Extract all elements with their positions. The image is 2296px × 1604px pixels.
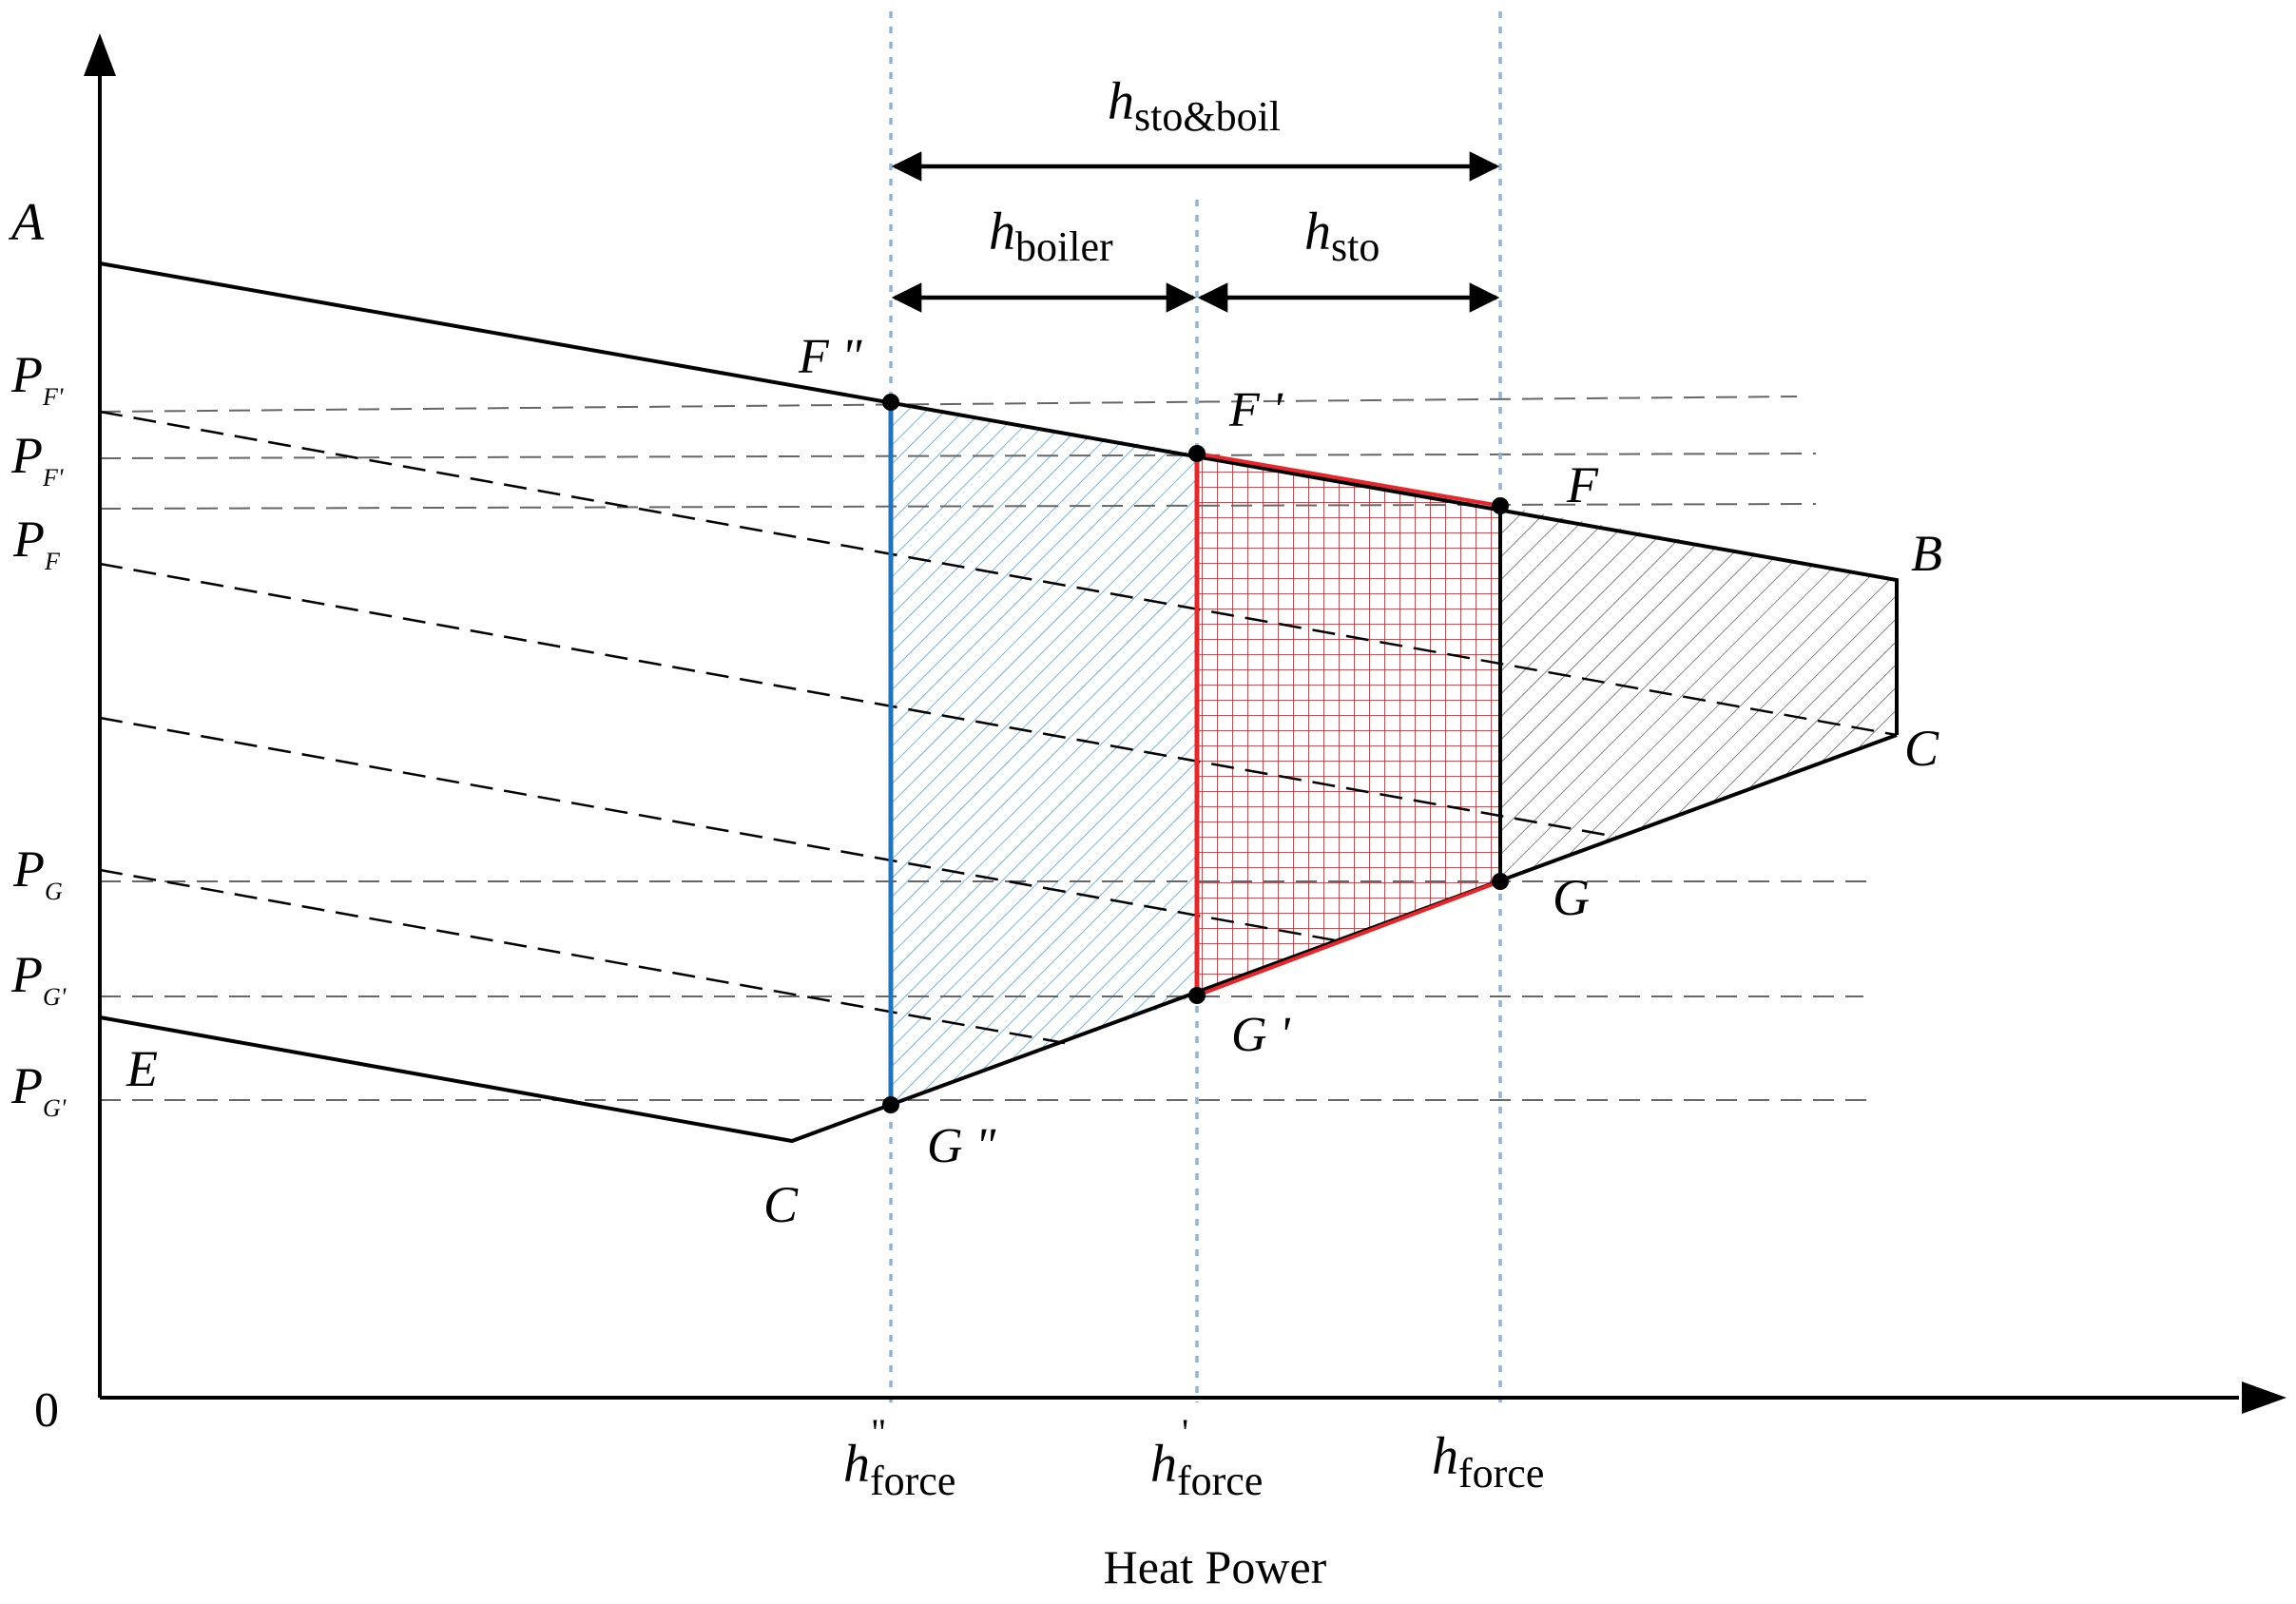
x-axis-title: Heat Power bbox=[1104, 1540, 1327, 1594]
x-tick-label: hforce bbox=[1432, 1427, 1544, 1497]
x-tick-labels: hforce " hforce ' hforce bbox=[843, 1411, 1544, 1504]
point-f bbox=[1492, 497, 1509, 514]
sloped-line bbox=[99, 562, 1617, 839]
storage-region bbox=[1197, 454, 1500, 995]
point-g-prime bbox=[1188, 987, 1206, 1004]
y-tick-label: PF' bbox=[10, 346, 64, 411]
span-label-sto: hsto bbox=[1304, 203, 1380, 270]
label-c-right: C bbox=[1904, 720, 1939, 777]
p-level-lines bbox=[99, 396, 1878, 1101]
force-guides bbox=[889, 11, 1502, 1402]
y-axis-arrowhead bbox=[84, 33, 116, 76]
sloped-dashed-lines bbox=[99, 410, 1898, 1045]
origin-label: 0 bbox=[34, 1383, 59, 1438]
axes bbox=[84, 33, 2286, 1414]
upper-boundary-line bbox=[99, 261, 1899, 735]
sloped-line bbox=[99, 716, 1341, 943]
label-f-double: F " bbox=[798, 330, 863, 384]
sloped-line bbox=[99, 868, 1066, 1045]
x-tick-sup: " bbox=[871, 1411, 886, 1454]
storage-lower-edge bbox=[1196, 879, 1501, 997]
p-level-line bbox=[99, 503, 1817, 510]
y-tick-label: PF bbox=[12, 511, 61, 575]
remaining-region bbox=[1500, 506, 1897, 881]
sloped-line bbox=[99, 410, 1898, 737]
point-g-double bbox=[882, 1096, 899, 1113]
y-tick-label: PG' bbox=[10, 946, 67, 1011]
span-label-boiler: hboiler bbox=[989, 203, 1113, 270]
label-g-prime: G ' bbox=[1231, 1008, 1291, 1062]
point-f-double bbox=[882, 394, 899, 411]
label-b: B bbox=[1911, 525, 1942, 582]
point-f-prime bbox=[1188, 445, 1206, 462]
x-tick-label: hforce bbox=[1150, 1435, 1263, 1504]
lower-boundary-line bbox=[99, 733, 1898, 1144]
label-f-prime: F ' bbox=[1228, 383, 1283, 437]
point-g bbox=[1492, 873, 1509, 890]
x-tick-label: hforce bbox=[843, 1435, 955, 1504]
label-g-double: G " bbox=[927, 1119, 997, 1173]
y-tick-label: PG' bbox=[10, 1057, 67, 1122]
x-tick-sup: ' bbox=[1182, 1411, 1188, 1454]
span-label-sto-boil: hsto&boil bbox=[1108, 72, 1281, 140]
label-g: G bbox=[1553, 869, 1590, 926]
boiler-region bbox=[891, 402, 1197, 1105]
p-level-line bbox=[99, 453, 1817, 459]
y-tick-labels: PF' PF' PF PG PG' PG' bbox=[10, 346, 67, 1122]
storage-upper-edge bbox=[1196, 452, 1501, 508]
label-e: E bbox=[125, 1040, 158, 1097]
points bbox=[882, 394, 1509, 1113]
y-tick-label: PG bbox=[12, 841, 63, 905]
label-f: F bbox=[1566, 456, 1599, 513]
x-axis-arrowhead bbox=[2242, 1382, 2286, 1414]
label-c-bottom: C bbox=[763, 1176, 799, 1233]
label-a: A bbox=[8, 193, 45, 252]
p-level-line bbox=[99, 396, 1798, 413]
y-tick-label: PF' bbox=[10, 427, 64, 492]
